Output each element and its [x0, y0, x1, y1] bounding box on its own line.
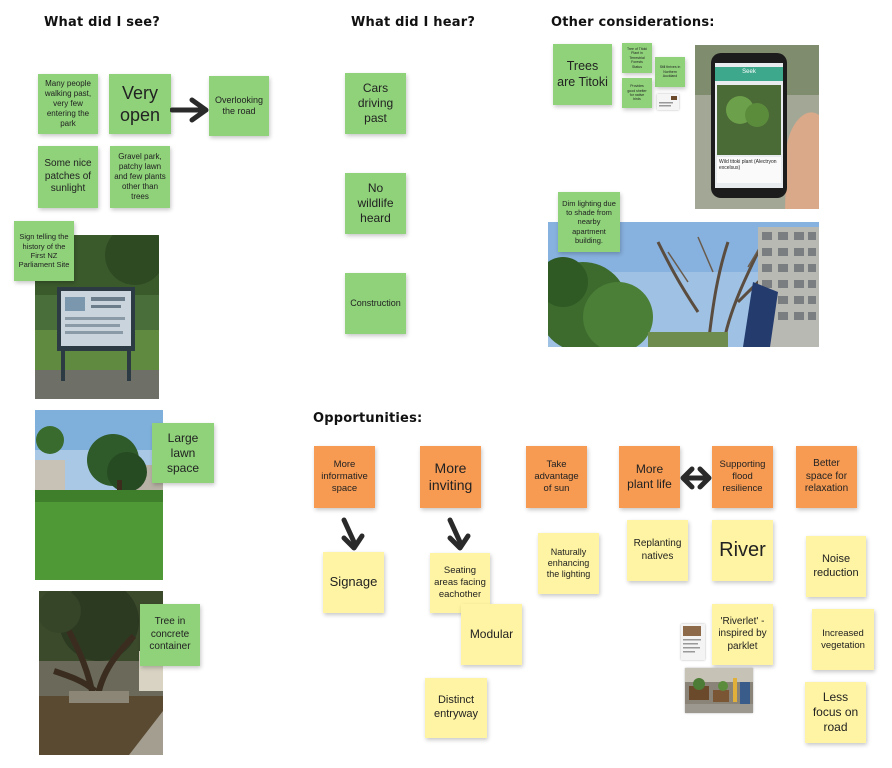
phone-app-label: Seek [742, 69, 756, 75]
parklet-photo [685, 668, 753, 713]
sticky-note-less-focus-road[interactable]: Less focus on road [805, 682, 866, 743]
thumbnail-image-small [657, 94, 679, 110]
heading-other-considerations: Other considerations: [551, 15, 715, 30]
sticky-note-no-wildlife[interactable]: No wildlife heard [345, 173, 406, 234]
arrow-right-icon [170, 97, 209, 123]
sticky-note-sunlight[interactable]: Some nice patches of sunlight [38, 146, 98, 208]
sticky-note-flood-resilience[interactable]: Supporting flood resilience [712, 446, 773, 508]
sticky-note-natural-lighting[interactable]: Naturally enhancing the lighting [538, 533, 599, 594]
sticky-note-overlooking-road[interactable]: Overlooking the road [209, 76, 269, 136]
sticky-note-titoki-info-1[interactable]: Tree of Titoki Plant in Terrestrial Fore… [622, 43, 652, 73]
sticky-note-history-sign[interactable]: Sign telling the history of the First NZ… [14, 221, 74, 281]
sticky-note-better-relaxation[interactable]: Better space for relaxation [796, 446, 857, 508]
double-arrow-icon [680, 466, 712, 490]
sticky-note-titoki-info-2[interactable]: Still thrives in Northern Auckland [655, 57, 685, 87]
heading-opportunities: Opportunities: [313, 411, 423, 426]
photo-tree-container [39, 591, 163, 755]
sticky-note-more-plant-life[interactable]: More plant life [619, 446, 680, 508]
sticky-note-more-informative[interactable]: More informative space [314, 446, 375, 508]
parklet-thumbnail-small [681, 624, 705, 660]
sticky-note-more-inviting[interactable]: More inviting [420, 446, 481, 508]
sticky-note-increased-vegetation[interactable]: Increased vegetation [812, 609, 874, 670]
sticky-note-large-lawn[interactable]: Large lawn space [152, 423, 214, 483]
sticky-note-cars-driving[interactable]: Cars driving past [345, 73, 406, 134]
phone-caption: Wild titoki plant (Alectryon excelsus) [719, 159, 777, 171]
sticky-note-signage[interactable]: Signage [323, 552, 384, 613]
sticky-note-noise-reduction[interactable]: Noise reduction [806, 536, 866, 597]
heading-what-did-i-hear: What did I hear? [351, 15, 476, 30]
sticky-note-gravel-park[interactable]: Gravel park, patchy lawn and few plants … [110, 146, 170, 208]
photo-large-lawn [35, 410, 163, 580]
sticky-note-titoki-info-3[interactable]: Provides good shelter for native birds [622, 78, 652, 108]
sticky-note-trees-titoki[interactable]: Trees are Titoki [553, 44, 612, 105]
sticky-note-riverlet[interactable]: 'Riverlet' - inspired by parklet [712, 604, 773, 665]
sticky-note-many-people[interactable]: Many people walking past, very few enter… [38, 74, 98, 134]
heading-what-did-i-see: What did I see? [44, 15, 160, 30]
photo-phone-plant-app: Seek Wild titoki plant (Alectryon excels… [695, 45, 819, 209]
arrow-down-icon [447, 517, 471, 551]
sticky-note-seating-areas[interactable]: Seating areas facing eachother [430, 553, 490, 613]
sticky-note-distinct-entryway[interactable]: Distinct entryway [425, 678, 487, 738]
sticky-note-take-advantage-sun[interactable]: Take advantage of sun [526, 446, 587, 508]
photo-history-sign [35, 235, 159, 399]
sticky-note-river[interactable]: River [712, 520, 773, 581]
sticky-note-very-open[interactable]: Very open [109, 74, 171, 134]
sticky-note-modular[interactable]: Modular [461, 604, 522, 665]
arrow-down-icon [341, 517, 365, 551]
sticky-note-dim-lighting[interactable]: Dim lighting due to shade from nearby ap… [558, 192, 620, 252]
sticky-note-tree-container[interactable]: Tree in concrete container [140, 604, 200, 666]
sticky-note-construction[interactable]: Construction [345, 273, 406, 334]
sticky-note-replanting-natives[interactable]: Replanting natives [627, 520, 688, 581]
